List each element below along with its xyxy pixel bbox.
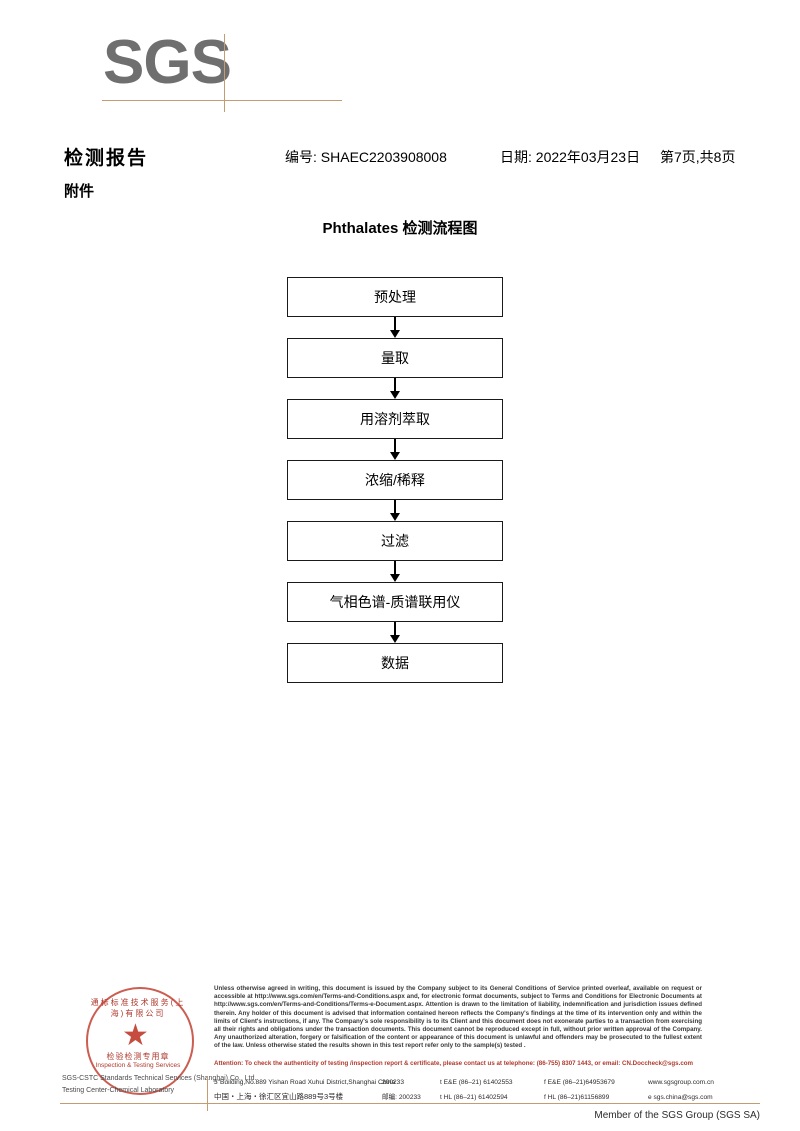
arrow-shaft [394, 622, 396, 637]
arrow-shaft [394, 378, 396, 393]
flow-arrow-1 [287, 317, 503, 338]
company-name-line1: SGS-CSTC Standards Technical Services (S… [62, 1075, 257, 1082]
flow-arrow-2 [287, 378, 503, 399]
attachment-label: 附件 [64, 183, 95, 200]
arrow-head-icon [390, 452, 400, 460]
attention-notice: Attention: To check the authenticity of … [214, 1060, 694, 1067]
postcode-cn: 邮编: 200233 [382, 1094, 421, 1101]
tel-ee-2: f E&E (86–21)64953679 [544, 1079, 615, 1086]
arrow-head-icon [390, 574, 400, 582]
member-line: Member of the SGS Group (SGS SA) [594, 1110, 760, 1121]
seal-arc-text: 通标标准技术服务(上海)有限公司 [90, 998, 186, 1018]
logo-horizontal-rule [102, 100, 342, 101]
page-indicator: 第7页,共8页 [660, 149, 736, 165]
company-name-line2: Testing Center-Chemical Laboratory [62, 1087, 175, 1094]
email: e sgs.china@sgs.com [648, 1094, 713, 1101]
flow-step-concentrate-dilute: 浓缩/稀释 [287, 460, 503, 500]
report-number: 编号: SHAEC2203908008 [285, 149, 447, 165]
address-block: 3"Building,No.889 Yishan Road Xuhui Dist… [214, 1079, 774, 1103]
arrow-shaft [394, 439, 396, 454]
sgs-logo: SGS [102, 32, 342, 118]
arrow-shaft [394, 561, 396, 576]
arrow-head-icon [390, 391, 400, 399]
arrow-shaft [394, 500, 396, 515]
inspection-seal-stamp: 通标标准技术服务(上海)有限公司 ★ 检验检测专用章 Inspection & … [78, 985, 200, 1095]
flow-arrow-6 [287, 622, 503, 643]
flow-arrow-3 [287, 439, 503, 460]
flow-step-data: 数据 [287, 643, 503, 683]
website: www.sgsgroup.com.cn [648, 1079, 714, 1086]
tel-hl-2: f HL (86–21)61156899 [544, 1094, 610, 1101]
postcode-en: 200233 [382, 1079, 405, 1086]
address-en: 3"Building,No.889 Yishan Road Xuhui Dist… [214, 1079, 396, 1086]
seal-circle-icon [86, 987, 194, 1095]
footer-vertical-rule [207, 1077, 208, 1111]
flow-arrow-4 [287, 500, 503, 521]
flow-step-pretreatment: 预处理 [287, 277, 503, 317]
flow-step-filtration: 过滤 [287, 521, 503, 561]
address-cn: 中国・上海・徐汇区宜山路889号3号楼 [214, 1092, 344, 1101]
arrow-head-icon [390, 635, 400, 643]
sgs-logo-text: SGS [103, 28, 232, 97]
flow-step-solvent-extraction: 用溶剂萃取 [287, 399, 503, 439]
seal-center-cn: 检验检测专用章 [106, 1052, 170, 1061]
page-title: 检测报告 [64, 148, 149, 169]
logo-vertical-rule [224, 34, 225, 112]
seal-center-en: Inspection & Testing Services [95, 1062, 181, 1069]
arrow-shaft [394, 317, 396, 332]
tel-ee-1: t E&E (86–21) 61402553 [440, 1079, 513, 1086]
arrow-head-icon [390, 330, 400, 338]
tel-hl-1: t HL (86–21) 61402594 [440, 1094, 508, 1101]
footer-horizontal-rule [60, 1103, 760, 1104]
legal-disclaimer: Unless otherwise agreed in writing, this… [214, 985, 702, 1050]
address-row-en: 3"Building,No.889 Yishan Road Xuhui Dist… [214, 1079, 774, 1091]
flowchart-title: Phthalates 检测流程图 [322, 220, 478, 237]
flow-step-gcms: 气相色谱-质谱联用仪 [287, 582, 503, 622]
flowchart: 预处理 量取 用溶剂萃取 浓缩/稀释 过滤 气相色谱-质谱联用仪 数据 [287, 277, 503, 683]
flow-step-measure: 量取 [287, 338, 503, 378]
flow-arrow-5 [287, 561, 503, 582]
address-row-cn: 中国・上海・徐汇区宜山路889号3号楼 邮编: 200233 t HL (86–… [214, 1091, 774, 1103]
seal-star-icon: ★ [122, 1019, 149, 1052]
report-date: 日期: 2022年03月23日 [500, 149, 641, 165]
arrow-head-icon [390, 513, 400, 521]
